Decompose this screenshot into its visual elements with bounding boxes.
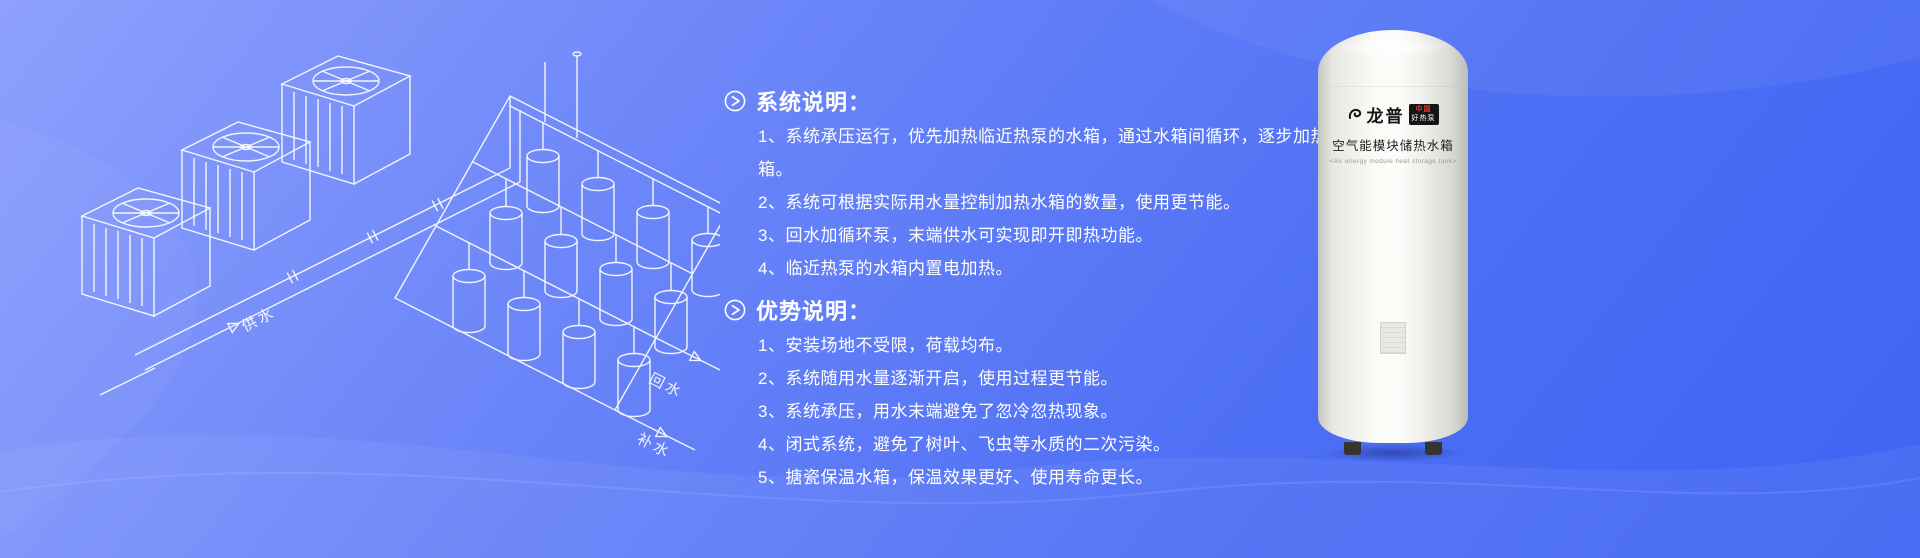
badge-text-rest: 好热泵 xyxy=(1411,114,1436,122)
list-item: 5、搪瓷保温水箱，保温效果更好、使用寿命更长。 xyxy=(758,468,1153,487)
badge-text-cn: 中国 xyxy=(1415,106,1432,114)
storage-tank-cylinders xyxy=(452,148,720,418)
makeup-water-label: 补水 xyxy=(634,430,674,461)
list-item: 4、临近热泵的水箱内置电加热。 xyxy=(758,259,1013,278)
return-water-label: 回水 xyxy=(646,370,686,401)
water-tank-image: 龙普 中国 好热泵 空气能模块储热水箱 <Air energy module h… xyxy=(1318,30,1468,443)
section-title: 优势说明： xyxy=(756,299,872,324)
advantages-list: 1、安装场地不受限，荷载均布。 2、系统随用水量逐渐开启，使用过程更节能。 3、… xyxy=(724,329,1384,494)
tank-front-label: 龙普 中国 好热泵 空气能模块储热水箱 <Air energy module h… xyxy=(1318,102,1468,165)
product-photo: 龙普 中国 好热泵 空气能模块储热水箱 <Air energy module h… xyxy=(1318,30,1468,462)
longpu-logo-icon xyxy=(1348,107,1363,122)
list-item: 3、系统承压，用水末端避免了忽冷忽热现象。 xyxy=(758,402,1118,421)
heat-pump-units xyxy=(81,55,411,317)
section-header: 优势说明： xyxy=(724,293,1384,327)
supply-water-label: 供水 xyxy=(239,304,279,335)
system-description-list: 1、系统承压运行，优先加热临近热泵的水箱，通过水箱间循环，逐步加热每个水箱。 2… xyxy=(724,120,1384,285)
quality-badge: 中国 好热泵 xyxy=(1408,104,1439,125)
list-item: 4、闭式系统，避免了树叶、飞虫等水质的二次污染。 xyxy=(758,435,1171,454)
section-header: 系统说明： xyxy=(724,84,1384,118)
section-system-description: 系统说明： 1、系统承压运行，优先加热临近热泵的水箱，通过水箱间循环，逐步加热每… xyxy=(724,84,1384,285)
section-title: 系统说明： xyxy=(756,90,872,115)
list-item: 3、回水加循环泵，末端供水可实现即开即热功能。 xyxy=(758,226,1153,245)
section-advantages: 优势说明： 1、安装场地不受限，荷载均布。 2、系统随用水量逐渐开启，使用过程更… xyxy=(724,293,1384,494)
list-item: 2、系统可根据实际用水量控制加热水箱的数量，使用更节能。 xyxy=(758,193,1241,212)
product-name: 空气能模块储热水箱 xyxy=(1332,139,1454,153)
list-item: 1、安装场地不受限，荷载均布。 xyxy=(758,336,1013,355)
list-item: 1、系统承压运行，优先加热临近热泵的水箱，通过水箱间循环，逐步加热每个水箱。 xyxy=(758,127,1381,179)
tank-spec-sticker xyxy=(1380,322,1406,354)
circle-arrow-icon xyxy=(724,90,746,112)
pipe-network xyxy=(99,51,720,451)
list-item: 2、系统随用水量逐渐开启，使用过程更节能。 xyxy=(758,369,1118,388)
system-diagram: 供水 回水 补水 xyxy=(81,51,720,462)
content-panel: 系统说明： 1、系统承压运行，优先加热临近热泵的水箱，通过水箱间循环，逐步加热每… xyxy=(724,84,1384,502)
circle-arrow-icon xyxy=(724,299,746,321)
brand-row: 龙普 中国 好热泵 xyxy=(1318,102,1468,127)
tank-foot xyxy=(1344,442,1361,455)
tank-foot xyxy=(1425,442,1442,455)
brand-name: 龙普 xyxy=(1366,107,1405,126)
product-subtitle-en: <Air energy module heat storage tank> xyxy=(1329,158,1457,165)
